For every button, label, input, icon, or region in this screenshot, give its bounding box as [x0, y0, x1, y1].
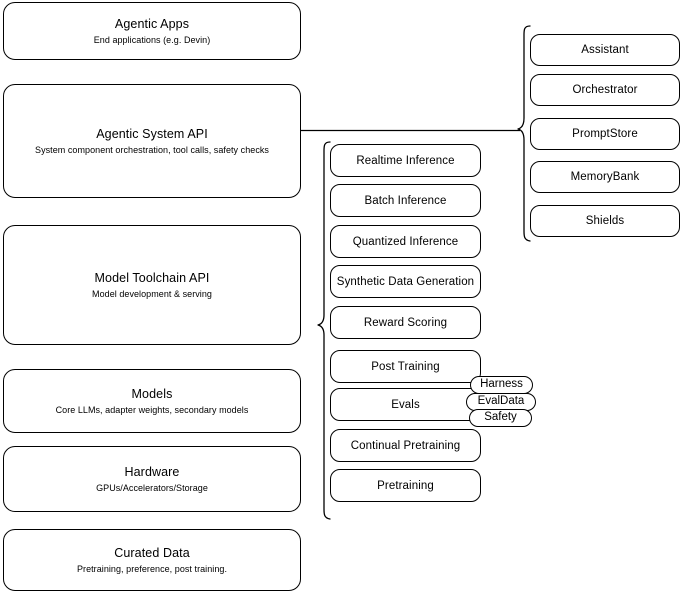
layer-title: Model Toolchain API	[94, 270, 210, 285]
capability-box-batch-inference[interactable]: Batch Inference	[330, 184, 481, 217]
capability-label: Batch Inference	[364, 194, 447, 207]
connector-line-system-api-to-components	[300, 124, 522, 138]
layer-box-agentic-apps[interactable]: Agentic Apps End applications (e.g. Devi…	[3, 2, 301, 60]
layer-subtitle: GPUs/Accelerators/Storage	[96, 482, 208, 493]
component-box-memorybank[interactable]: MemoryBank	[530, 161, 680, 193]
layer-title: Hardware	[124, 464, 180, 479]
component-box-promptstore[interactable]: PromptStore	[530, 118, 680, 150]
capability-box-post-training[interactable]: Post Training	[330, 350, 481, 383]
component-box-assistant[interactable]: Assistant	[530, 34, 680, 66]
capability-box-synthetic-data-generation[interactable]: Synthetic Data Generation	[330, 265, 481, 298]
component-box-orchestrator[interactable]: Orchestrator	[530, 74, 680, 106]
capability-box-realtime-inference[interactable]: Realtime Inference	[330, 144, 481, 177]
layer-box-curated-data[interactable]: Curated Data Pretraining, preference, po…	[3, 529, 301, 591]
layer-box-model-toolchain-api[interactable]: Model Toolchain API Model development & …	[3, 225, 301, 345]
layer-subtitle: Model development & serving	[92, 288, 212, 299]
eval-badge-label: Safety	[484, 411, 517, 424]
eval-badge-safety[interactable]: Safety	[469, 409, 532, 427]
layer-title: Curated Data	[114, 545, 190, 560]
capability-label: Synthetic Data Generation	[336, 275, 475, 288]
layer-title: Agentic System API	[96, 126, 208, 141]
eval-badge-harness[interactable]: Harness	[470, 376, 533, 394]
layer-subtitle: End applications (e.g. Devin)	[93, 34, 211, 45]
capability-box-pretraining[interactable]: Pretraining	[330, 469, 481, 502]
component-label: Orchestrator	[572, 84, 638, 96]
capability-label: Pretraining	[377, 479, 434, 492]
layer-subtitle: System component orchestration, tool cal…	[35, 144, 269, 155]
layer-subtitle: Pretraining, preference, post training.	[76, 563, 228, 574]
component-label: MemoryBank	[570, 171, 640, 183]
component-box-shields[interactable]: Shields	[530, 205, 680, 237]
layer-box-hardware[interactable]: Hardware GPUs/Accelerators/Storage	[3, 446, 301, 512]
eval-badge-label: EvalData	[477, 395, 525, 408]
capability-box-continual-pretraining[interactable]: Continual Pretraining	[330, 429, 481, 462]
component-label: Shields	[585, 215, 625, 227]
layer-title: Models	[131, 386, 173, 401]
capability-box-evals[interactable]: Evals	[330, 388, 481, 421]
layer-box-agentic-system-api[interactable]: Agentic System API System component orch…	[3, 84, 301, 198]
capability-box-quantized-inference[interactable]: Quantized Inference	[330, 225, 481, 258]
capability-label: Realtime Inference	[356, 154, 455, 167]
component-label: Assistant	[581, 44, 629, 56]
capability-label: Reward Scoring	[363, 316, 448, 329]
capability-box-reward-scoring[interactable]: Reward Scoring	[330, 306, 481, 339]
layer-title: Agentic Apps	[114, 16, 190, 31]
capability-label: Post Training	[371, 360, 440, 373]
capability-label: Continual Pretraining	[350, 439, 461, 452]
capability-label: Quantized Inference	[352, 235, 459, 248]
capability-label: Evals	[391, 398, 420, 411]
eval-badge-label: Harness	[480, 378, 523, 391]
layer-subtitle: Core LLMs, adapter weights, secondary mo…	[55, 404, 249, 415]
layer-box-models[interactable]: Models Core LLMs, adapter weights, secon…	[3, 369, 301, 433]
component-label: PromptStore	[572, 128, 638, 140]
